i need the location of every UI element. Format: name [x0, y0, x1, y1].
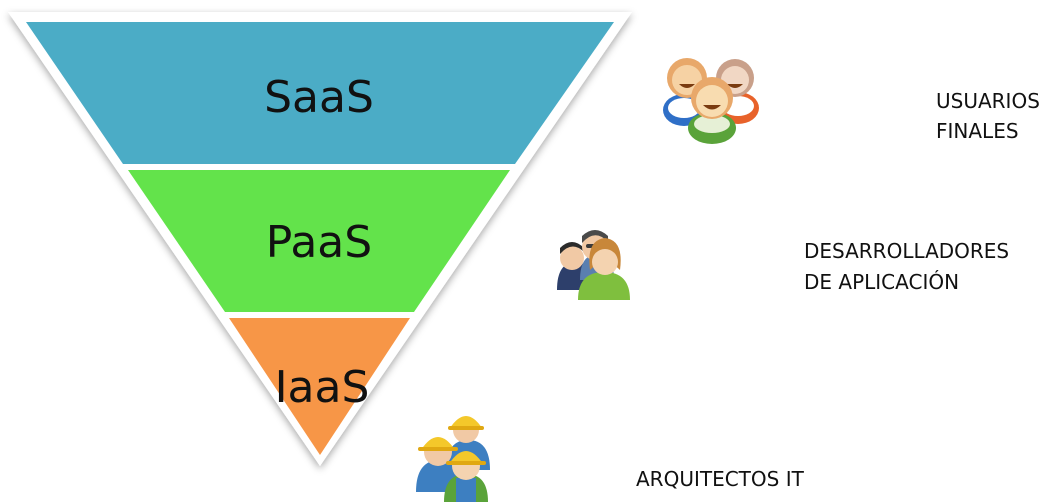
tier-paas-band [128, 170, 510, 312]
role-developers-line-2: DE APLICACIÓN [804, 270, 959, 294]
role-it-architects-line-1: ARQUITECTOS IT [636, 467, 805, 491]
tier-paas-label: PaaS [266, 217, 372, 268]
role-developers-label: DESARROLLADORES DE APLICACIÓN [804, 239, 1015, 294]
end-users-group-icon [663, 58, 759, 144]
role-end-users-line-1: USUARIOS [936, 89, 1040, 113]
tier-iaas-label: IaaS [275, 362, 370, 413]
it-architects-group-icon [416, 416, 490, 502]
developers-group-icon [557, 230, 630, 300]
tier-iaas-band [229, 318, 410, 455]
tier-saas-band [26, 22, 614, 164]
role-end-users-label: USUARIOS FINALES [936, 89, 1046, 143]
service-pyramid [8, 12, 632, 466]
role-end-users-line-2: FINALES [936, 119, 1019, 143]
tier-saas-label: SaaS [264, 72, 374, 123]
role-developers-line-1: DESARROLLADORES [804, 239, 1009, 263]
role-it-architects-label: ARQUITECTOS IT [636, 467, 805, 491]
